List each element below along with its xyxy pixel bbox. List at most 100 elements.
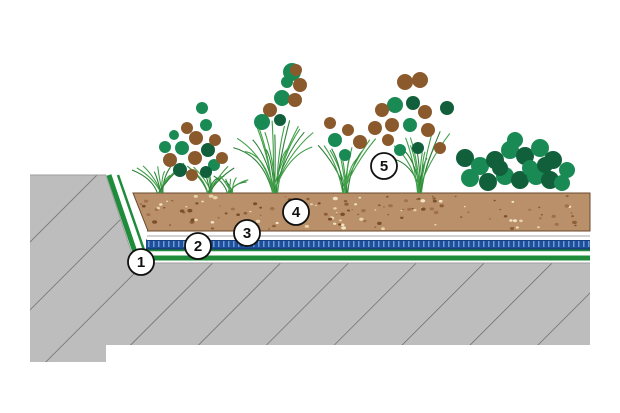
plant-cluster (324, 117, 367, 161)
substrate-particle (338, 223, 342, 226)
substrate-particle (513, 219, 517, 223)
substrate-particle (363, 219, 367, 223)
substrate-particle (434, 223, 437, 226)
substrate-particle (432, 199, 437, 203)
substrate-particle (163, 206, 166, 209)
substrate-particle (327, 217, 333, 221)
substrate-particle (570, 212, 573, 214)
substrate-particle (528, 208, 532, 211)
svg-text:2: 2 (194, 238, 202, 255)
substrate-particle (377, 204, 381, 207)
substrate-particle (388, 204, 393, 208)
substrate-particle (208, 194, 214, 198)
substrate-particle (439, 204, 444, 208)
substrate-particle (382, 206, 385, 208)
substrate-particle (343, 200, 348, 203)
svg-text:5: 5 (380, 158, 388, 175)
substrate-particle (259, 214, 262, 216)
substrate-particle (574, 224, 577, 227)
substrate-particle (459, 216, 463, 219)
substrate-particle (335, 212, 338, 214)
substrate-particle (212, 196, 218, 200)
substrate-particle (201, 200, 204, 203)
substrate-particle (433, 210, 439, 215)
substrate-particle (565, 195, 569, 198)
substrate-particle (253, 202, 258, 206)
grass-tuft (213, 175, 249, 194)
grass-tuft (390, 131, 451, 194)
substrate-particle (224, 212, 228, 215)
substrate-particle (417, 197, 421, 200)
substrate-particle (509, 227, 515, 230)
svg-text:3: 3 (243, 225, 251, 242)
grass-tuft (131, 162, 185, 194)
substrate-particle (515, 226, 519, 229)
substrate-particle (347, 209, 350, 212)
substrate-particle (358, 196, 362, 199)
substrate-particle (218, 205, 221, 207)
substrate-particle (310, 203, 313, 206)
substrate-particle (284, 196, 287, 198)
plant-cluster (159, 102, 228, 181)
substrate-particle (432, 195, 434, 197)
substrate-particle (359, 217, 364, 221)
substrate-particle (210, 227, 215, 230)
marker-1: 1 (127, 248, 155, 276)
substrate-particle (333, 222, 337, 225)
substrate-particle (538, 217, 542, 220)
substrate-particle (243, 211, 248, 215)
substrate-particle (509, 219, 513, 222)
substrate-particle (493, 199, 496, 202)
substrate-particle (564, 204, 570, 208)
substrate-particle (275, 221, 279, 225)
substrate-particle (152, 220, 158, 224)
substrate-particle (193, 194, 198, 198)
substrate-particle (335, 213, 338, 215)
substrate-particle (400, 209, 403, 212)
substrate-particle (400, 216, 404, 219)
plant-cluster (456, 132, 575, 191)
substrate-particle (354, 203, 358, 206)
substrate-particle (190, 218, 196, 222)
substrate-particle (140, 203, 143, 205)
substrate-particle (268, 228, 270, 230)
substrate-particle (156, 206, 160, 209)
substrate-particle (381, 227, 385, 231)
substrate-particle (463, 206, 466, 208)
substrate-particle (272, 224, 276, 228)
substrate-particle (401, 208, 405, 211)
marker-3: 3 (233, 219, 261, 247)
substrate-particle (387, 214, 390, 216)
substrate-particle (432, 197, 436, 200)
substrate-particle (217, 216, 220, 219)
marker-4: 4 (282, 198, 310, 226)
vegetation-layer (131, 63, 575, 194)
substrate-particle (255, 219, 261, 223)
substrate-particle (519, 219, 523, 223)
substrate-particle (361, 209, 366, 213)
substrate-particle (306, 197, 310, 201)
substrate-particle (187, 208, 193, 213)
substrate-particle (166, 200, 169, 202)
substrate-particle (269, 207, 275, 211)
substrate-particle (344, 202, 349, 206)
plant-cluster (368, 72, 454, 156)
substrate-particle (554, 222, 559, 226)
substrate-particle (404, 199, 408, 203)
substrate-particle (415, 198, 418, 200)
substrate-particle (315, 204, 317, 206)
substrate-particle (146, 213, 151, 217)
plant-cluster (254, 63, 307, 130)
substrate-particle (503, 215, 508, 218)
substrate-particle (304, 224, 310, 228)
substrate-particle (411, 208, 414, 210)
substrate-particle (540, 214, 543, 216)
substrate-particle (339, 219, 342, 222)
substrate-particle (195, 202, 199, 205)
substrate-particle (407, 207, 412, 211)
substrate-particle (572, 220, 577, 225)
substrate-particle (511, 200, 515, 203)
substrate-layer (132, 192, 591, 232)
substrate-particle (141, 204, 146, 208)
